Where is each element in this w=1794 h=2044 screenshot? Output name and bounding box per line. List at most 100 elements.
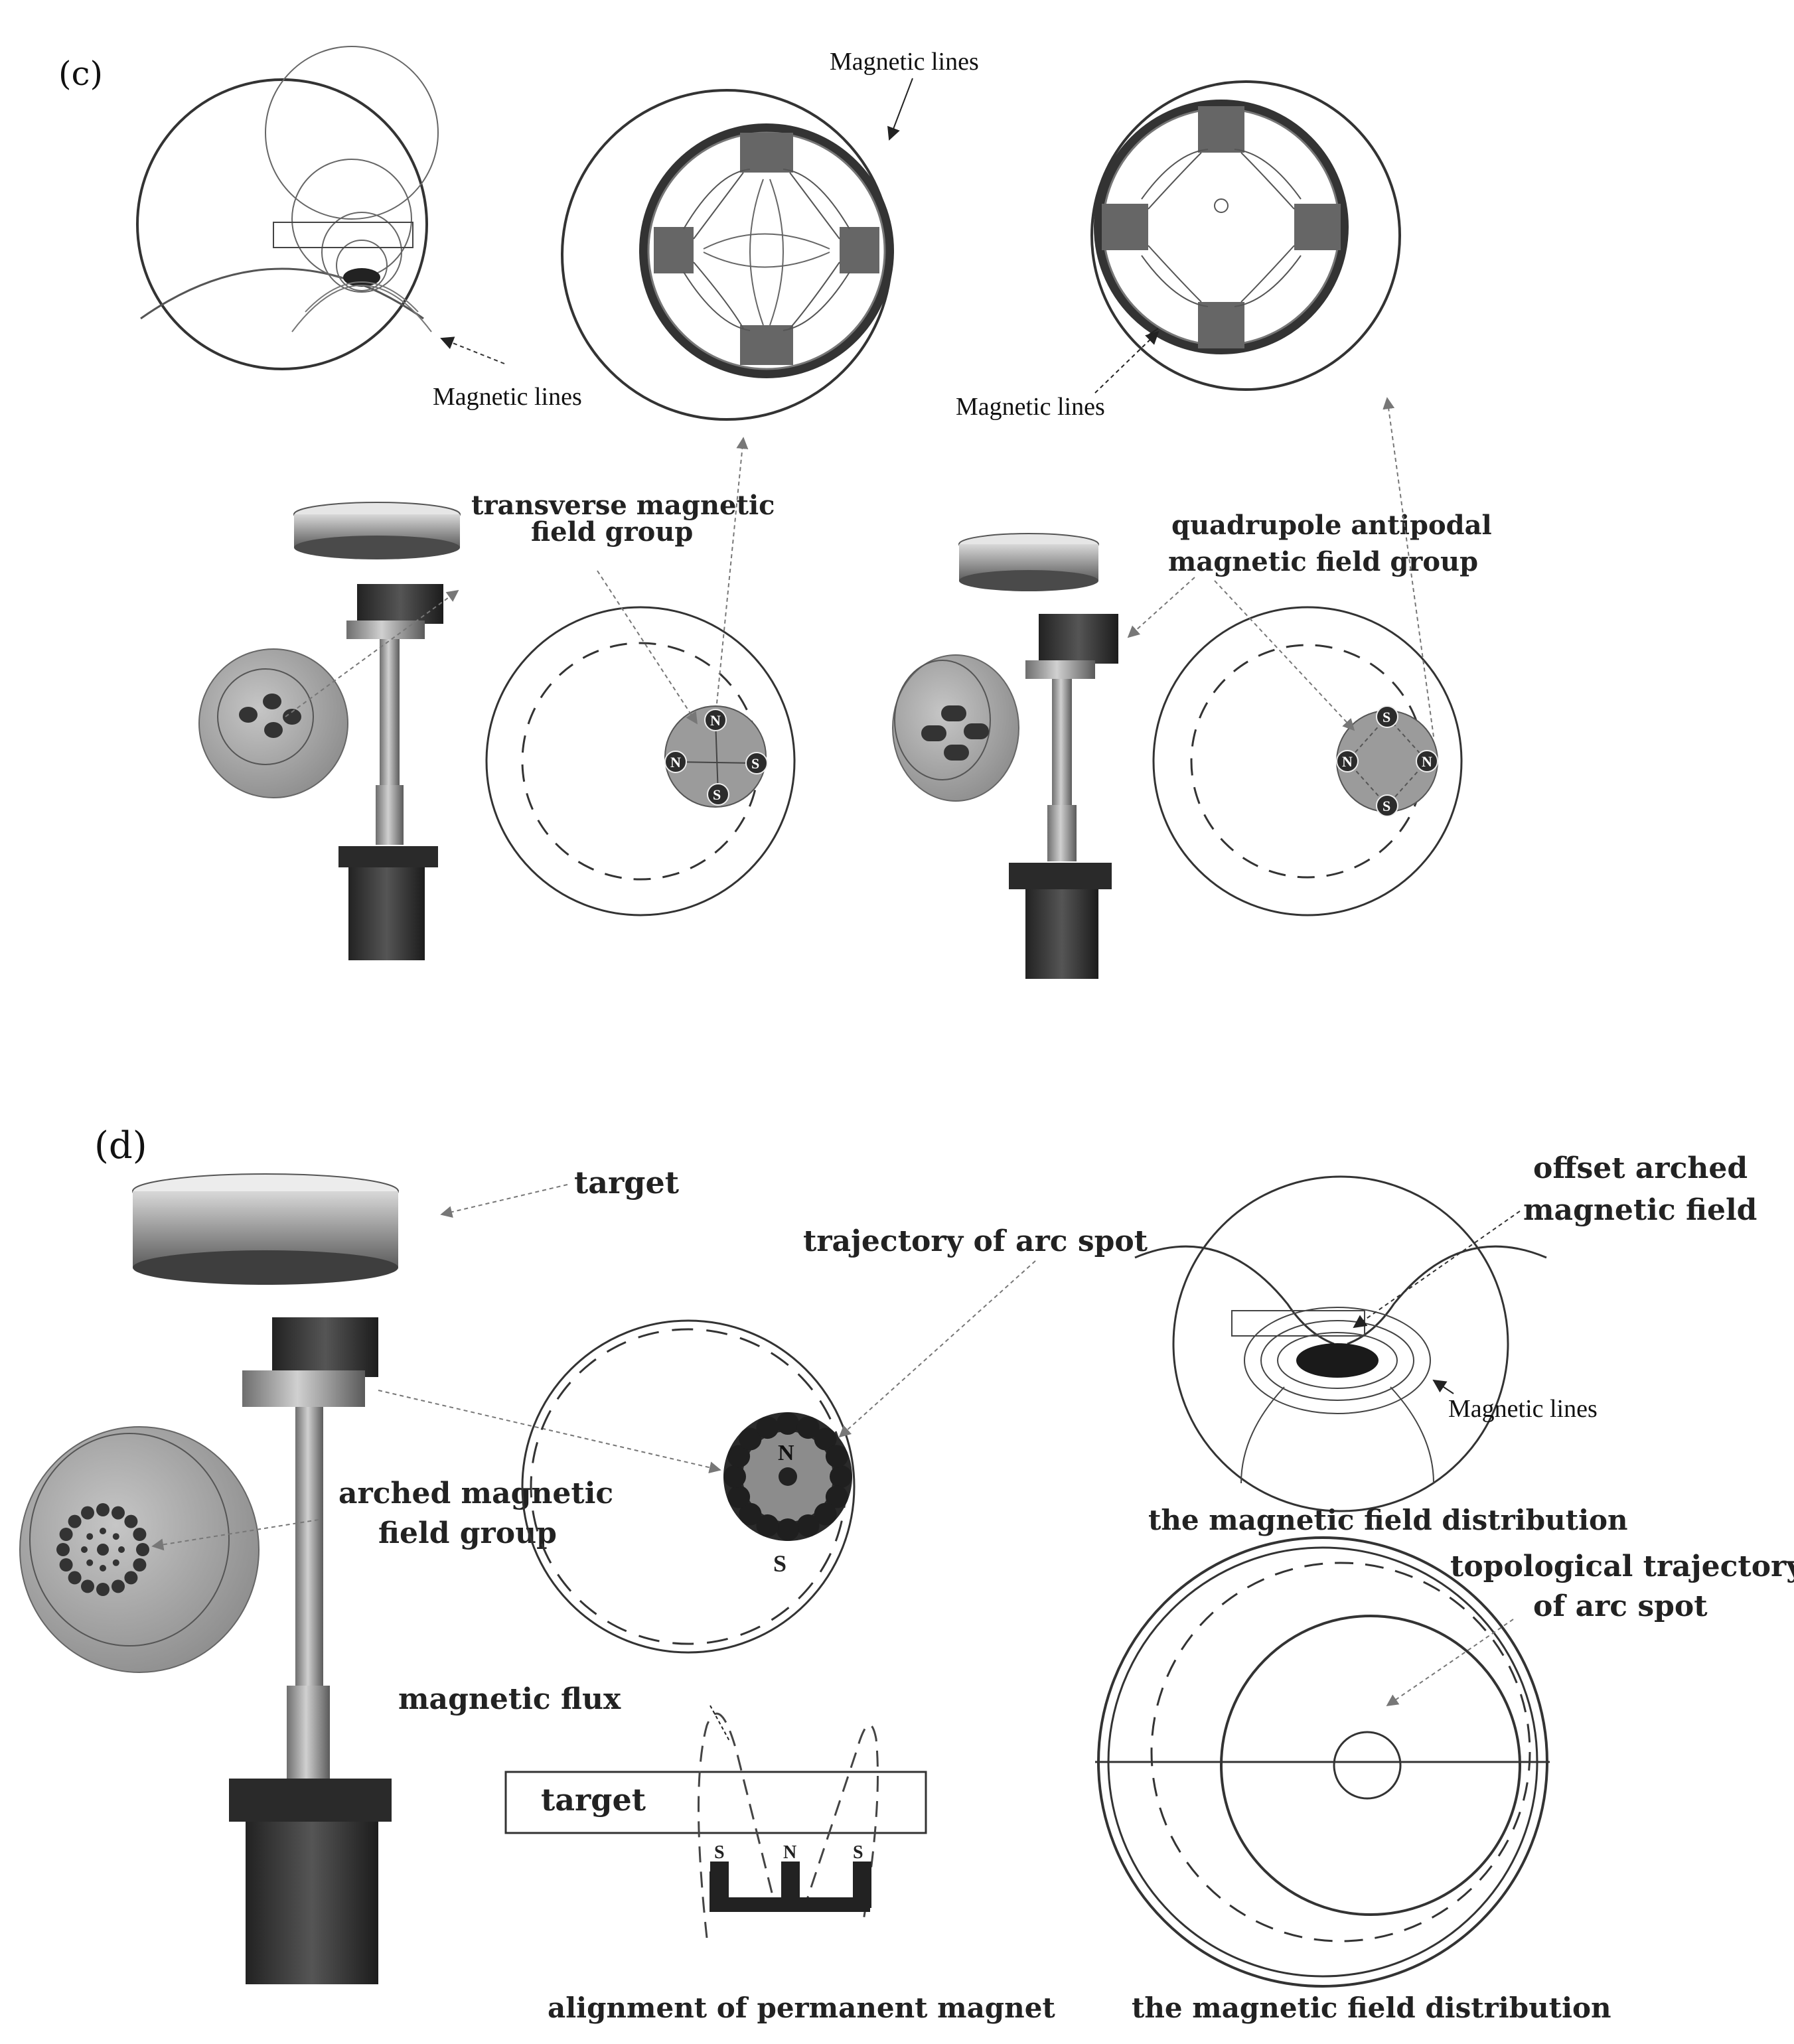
- magnet-disc: [892, 654, 1019, 802]
- magnet-dot: [86, 1533, 94, 1540]
- pole-left: N: [670, 754, 681, 770]
- pole-bottom: S: [1383, 798, 1390, 814]
- offset-label-line2: magnetic field: [1523, 1193, 1757, 1227]
- magnet-dot: [112, 1533, 119, 1540]
- magnet-block: [840, 227, 879, 273]
- magnet-dot: [727, 1445, 751, 1468]
- arched-label-line1: arched magnetic: [338, 1477, 613, 1510]
- simulation-circle-quadrupole-a: [561, 89, 894, 421]
- outer-circle: [136, 78, 428, 370]
- magnet-disc-transverse: [664, 705, 767, 808]
- magnet-block: [1198, 302, 1244, 348]
- magnetic-lines-label-right: Magnetic lines: [956, 393, 1105, 421]
- field-distribution-circle-1: [1134, 1175, 1547, 1512]
- gear: [357, 584, 443, 624]
- magnet-dot: [68, 1514, 82, 1528]
- pole-left: N: [1342, 753, 1353, 770]
- apparatus-transverse: [198, 502, 461, 960]
- magnet-dot: [81, 1579, 94, 1593]
- magnet-cross-section: [504, 1705, 927, 1938]
- target-box-label: target: [541, 1782, 646, 1818]
- magnet-dot: [739, 1427, 762, 1451]
- magnetic-lines-label-left: Magnetic lines: [433, 383, 582, 411]
- magnet-dot: [68, 1571, 82, 1585]
- magnet-block: [740, 325, 793, 365]
- pole-right: N: [1422, 753, 1432, 770]
- magnet-block: [654, 227, 694, 273]
- magnet-dot: [796, 1514, 820, 1537]
- magnet-block: [1102, 204, 1148, 250]
- magnet-dot: [777, 1412, 799, 1435]
- magnet-dot: [118, 1546, 125, 1553]
- panel-d: (d) target arched magnetic field group: [19, 1124, 1794, 2024]
- pole-top: S: [1383, 709, 1390, 725]
- magnet-dot: [133, 1528, 147, 1541]
- pole-top: N: [710, 712, 721, 729]
- panel-c: (c) Magnetic lines: [58, 46, 1492, 979]
- magnet-dot: [59, 1558, 73, 1571]
- topo-label-line2: of arc spot: [1533, 1589, 1708, 1623]
- arched-pole-n: N: [778, 1441, 794, 1465]
- magnet-block: [740, 133, 793, 173]
- magnet-dot: [814, 1427, 837, 1451]
- arched-magnet-ring: [723, 1412, 852, 1541]
- magnet-block: [1198, 106, 1244, 153]
- arched-magnet-ring-disc: [56, 1503, 149, 1596]
- trajectory-label: trajectory of arc spot: [803, 1224, 1148, 1258]
- panel-d-label: (d): [94, 1124, 147, 1167]
- gear: [1039, 614, 1118, 664]
- magnet-dot: [136, 1543, 149, 1556]
- simulation-circle-transverse: [136, 46, 505, 370]
- magnet-dot: [59, 1528, 73, 1541]
- magnet-dot: [124, 1571, 138, 1585]
- magnetic-lines-label-d: Magnetic lines: [1448, 1395, 1598, 1423]
- pole-bottom: S: [713, 786, 721, 803]
- arched-pole-s: S: [773, 1550, 786, 1577]
- apparatus-arched: [19, 1173, 399, 1984]
- field-distribution-label-2: the magnetic field distribution: [1132, 1992, 1611, 2024]
- magnet-dot: [756, 1514, 779, 1537]
- magnet-dot: [814, 1502, 837, 1526]
- target-view-transverse: N N S S: [485, 437, 796, 916]
- target-view-quadrupole: S N N S: [1152, 397, 1463, 916]
- magnet-dot: [830, 1465, 852, 1488]
- panel-c-label: (c): [58, 54, 103, 93]
- magnet-dot: [723, 1465, 746, 1488]
- magnet-dot: [96, 1583, 110, 1596]
- quadrupole-label-line2: magnetic field group: [1168, 546, 1478, 577]
- magnetic-flux-label: magnetic flux: [398, 1682, 621, 1716]
- target-label-top: target: [574, 1165, 680, 1201]
- magnet-dot: [777, 1518, 799, 1541]
- field-distribution-label-1: the magnetic field distribution: [1148, 1504, 1628, 1536]
- magnet-dot: [81, 1546, 88, 1553]
- quadrupole-label-line1: quadrupole antipodal: [1171, 510, 1492, 541]
- magnet-dot: [825, 1485, 848, 1508]
- magnet-dot: [81, 1506, 94, 1520]
- magnetic-lines-label-top: Magnetic lines: [830, 48, 979, 76]
- magnet-dot: [124, 1514, 138, 1528]
- pole-right: S: [751, 755, 759, 772]
- alignment-label: alignment of permanent magnet: [548, 1992, 1055, 2024]
- magnet-pole-n: N: [783, 1842, 796, 1863]
- magnet-dot: [756, 1416, 779, 1439]
- gear: [272, 1317, 378, 1377]
- simulation-circle-quadrupole-b: [1090, 80, 1401, 391]
- magnet-block: [1294, 204, 1341, 250]
- magnet-dot: [86, 1559, 94, 1566]
- magnet-dot: [100, 1528, 106, 1534]
- magnet-dot: [133, 1558, 147, 1571]
- topo-label-line1: topological trajectory: [1450, 1550, 1794, 1583]
- transverse-label-line2: field group: [531, 516, 693, 548]
- magnet-dot: [96, 1503, 110, 1516]
- magnet-dot: [739, 1502, 762, 1526]
- magnet-pole-s-left: S: [714, 1842, 725, 1863]
- field-distribution-circle-2: [1095, 1536, 1550, 1988]
- apparatus-quadrupole: [892, 533, 1118, 979]
- magnet-pole-s-right: S: [853, 1842, 863, 1863]
- magnet-dot: [796, 1416, 820, 1439]
- magnet-dot: [112, 1579, 125, 1593]
- magnet-dot: [112, 1559, 119, 1566]
- magnet-dot: [112, 1506, 125, 1520]
- transverse-label-line1: transverse magnetic: [471, 490, 775, 521]
